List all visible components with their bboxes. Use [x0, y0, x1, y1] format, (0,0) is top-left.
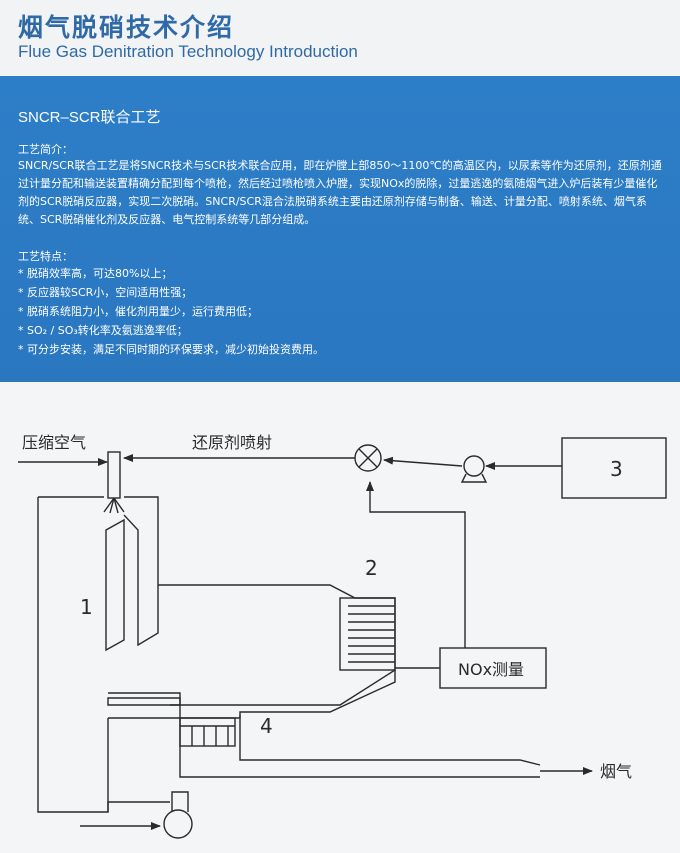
preheater-tubes: [180, 725, 235, 746]
features-heading: 工艺特点：: [18, 250, 73, 263]
pump-icon: [460, 455, 488, 483]
feature-item: * 反应器较SCR小，空间适用性强；: [18, 286, 193, 299]
page-title-cn: 烟气脱硝技术介绍: [18, 13, 235, 42]
nox-feedback-line: [366, 481, 466, 648]
preheater-label-4: 4: [260, 714, 273, 738]
pump-to-mixer-line: [383, 456, 463, 467]
feature-item: * 脱硝系统阻力小，催化剂用量少，运行费用低；: [18, 305, 258, 318]
catalyst-layers: [348, 605, 395, 663]
section-title: SNCR–SCR联合工艺: [18, 109, 161, 126]
page-header: 烟气脱硝技术介绍 Flue Gas Denitration Technology…: [0, 0, 680, 76]
scr-reactor: [339, 597, 396, 671]
flue-duct-upper: [158, 584, 396, 706]
boiler-label-1: 1: [80, 595, 93, 619]
air-duct: [107, 697, 181, 706]
spray-icon: [103, 497, 125, 514]
features-list: * 脱硝效率高，可达80%以上； * 反应器较SCR小，空间适用性强； * 脱硝…: [18, 264, 668, 359]
intro-heading: 工艺简介：: [18, 143, 73, 156]
fan-icon: [163, 791, 193, 839]
box-3-label: 3: [610, 457, 623, 481]
mixing-valve-icon: [354, 444, 382, 472]
air-preheater-inlet: [108, 692, 181, 705]
flue-duct-bottom: [179, 705, 540, 778]
page-title-en: Flue Gas Denitration Technology Introduc…: [18, 42, 358, 61]
feature-item: * 可分步安装，满足不同时期的环保要求，减少初始投资费用。: [18, 343, 324, 356]
scr-label-2: 2: [365, 556, 378, 580]
furnace-top: [38, 496, 159, 647]
fan-duct: [107, 801, 170, 812]
spray-nozzle-icon: [107, 451, 121, 499]
feature-item: * SO₂ / SO₃转化率及氨逃逸率低；: [18, 324, 188, 337]
feature-item: * 脱硝效率高，可达80%以上；: [18, 267, 173, 280]
process-diagram: 压缩空气 还原剂喷射 3 1 2 4 NOx测量 烟气: [0, 382, 680, 853]
intro-panel: SNCR–SCR联合工艺 工艺简介： SNCR/SCR联合工艺是将SNCR技术与…: [0, 76, 680, 382]
compressed-air-label: 压缩空气: [22, 433, 86, 452]
process-diagram-svg: 压缩空气 还原剂喷射 3 1 2 4 NOx测量 烟气: [18, 433, 667, 839]
flue-gas-label: 烟气: [600, 762, 632, 781]
air-preheater: [179, 717, 236, 747]
furnace-wall: [37, 497, 109, 813]
intro-body: SNCR/SCR联合工艺是将SNCR技术与SCR技术联合应用，即在炉膛上部850…: [18, 159, 662, 226]
flue-duct-lower: [239, 670, 541, 766]
reductant-injection-label: 还原剂喷射: [192, 433, 272, 452]
nox-measure-box: [439, 647, 547, 689]
nox-measure-label: NOx测量: [458, 660, 524, 679]
reductant-storage-box: [561, 437, 667, 499]
furnace-baffle: [105, 518, 125, 652]
